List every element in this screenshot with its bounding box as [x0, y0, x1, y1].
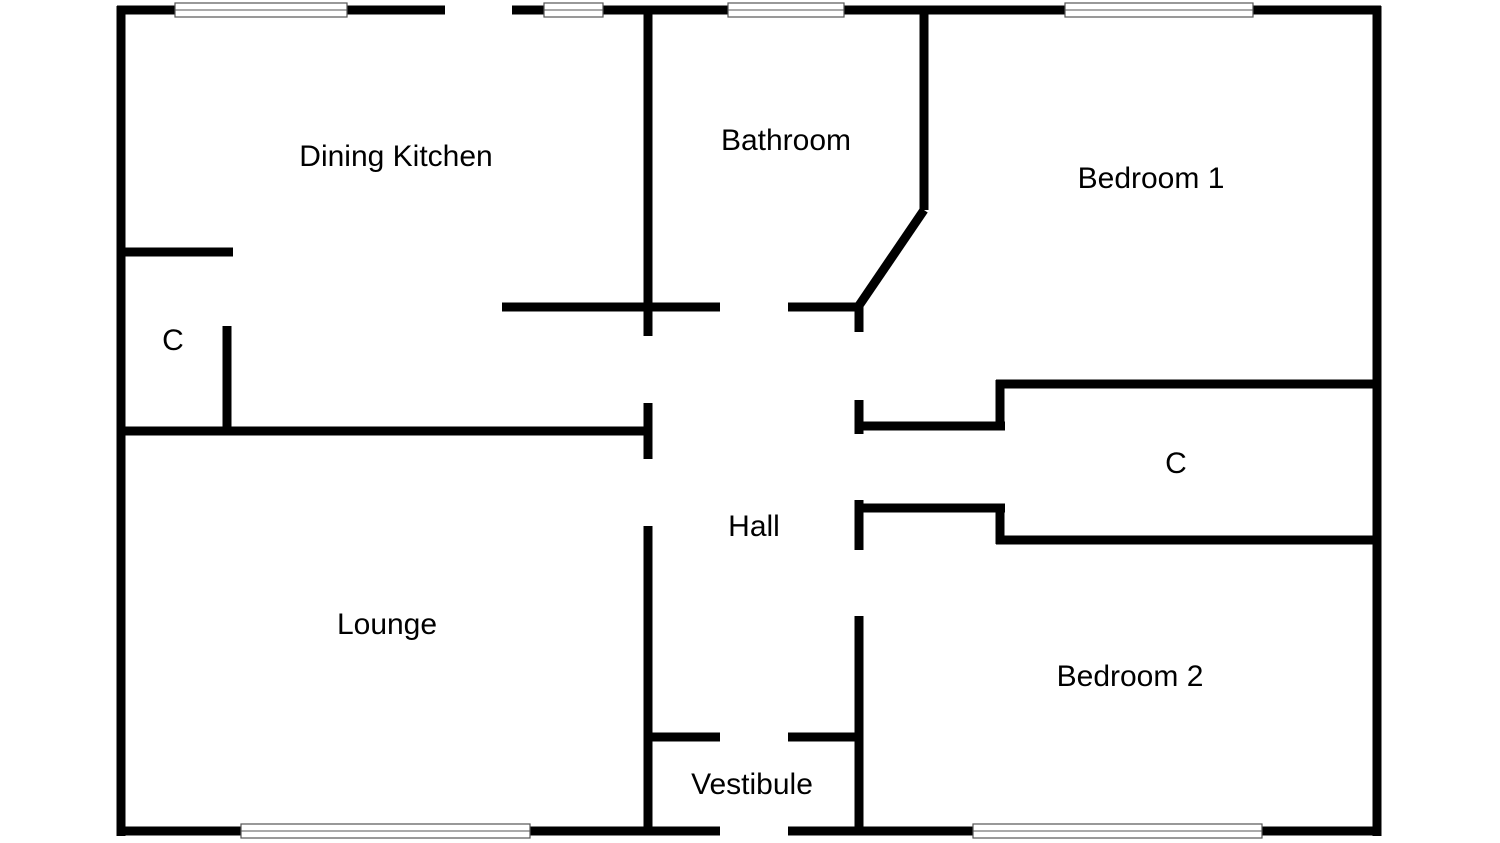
window-kitchen — [174, 2, 348, 18]
room-label-cupboard-right: C — [1165, 447, 1187, 480]
window-bedroom-1 — [1064, 2, 1254, 18]
room-label-bathroom: Bathroom — [720, 124, 852, 157]
window-bathroom — [727, 2, 845, 18]
window-bedroom-2 — [972, 823, 1263, 839]
window-kitchen-small — [543, 2, 604, 18]
room-label-bedroom-1: Bedroom 1 — [1077, 162, 1225, 195]
room-label-dining-kitchen: Dining Kitchen — [299, 140, 493, 173]
interior-walls — [121, 10, 1377, 831]
room-label-bedroom-2: Bedroom 2 — [1056, 660, 1204, 693]
room-label-vestibule: Vestibule — [691, 768, 813, 801]
room-label-lounge: Lounge — [336, 608, 438, 641]
room-label-cupboard-left: C — [162, 324, 184, 357]
room-label-hall: Hall — [728, 510, 780, 543]
windows — [174, 2, 1263, 839]
window-lounge — [240, 823, 531, 839]
